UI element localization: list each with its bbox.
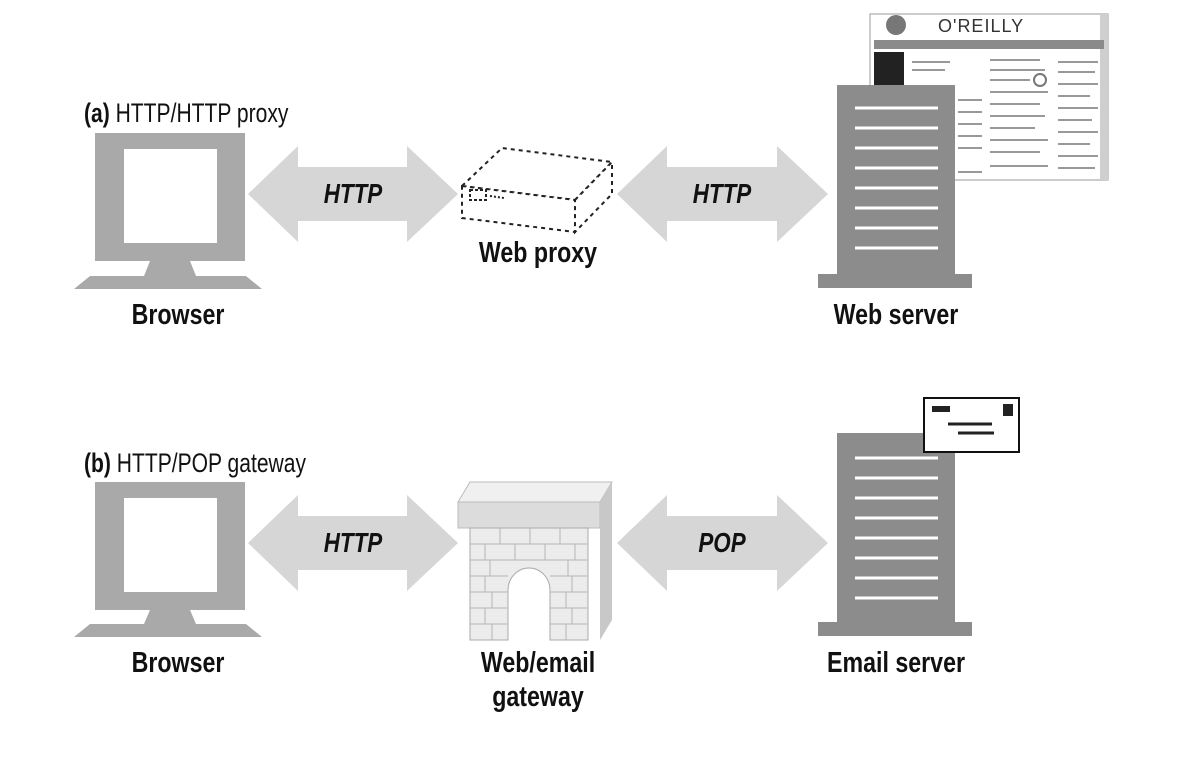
diagram-b-browser-label: Browser [131, 647, 225, 679]
diagram-a-title-text: HTTP/HTTP proxy [115, 98, 289, 128]
pop-arrow-b2 [617, 495, 828, 591]
http-arrow-b1 [248, 495, 458, 591]
diagram-a-browser-label: Browser [131, 299, 225, 331]
diagram-b-link1-protocol: HTTP [323, 527, 383, 558]
diagram-b-title: (b) HTTP/POP gateway [84, 448, 306, 479]
envelope-icon [923, 397, 1020, 453]
browser-monitor-icon-a [74, 133, 262, 289]
diagram-b-gateway-label-line2: gateway [492, 681, 584, 713]
http-arrow-a1 [248, 146, 458, 242]
email-server-tower-icon [818, 433, 972, 636]
web-proxy-box-icon [459, 146, 615, 235]
diagram-b-server-label: Email server [826, 647, 965, 679]
diagram-b-tag: (b) [84, 448, 111, 478]
web-server-tower-icon [818, 85, 972, 288]
http-arrow-a2 [617, 146, 828, 242]
diagram-a-link2-protocol: HTTP [692, 178, 752, 209]
diagram-a-link1-protocol: HTTP [323, 178, 383, 209]
diagram-a-tag: (a) [84, 98, 110, 128]
diagram-b-gateway-label: Web/email gateway [466, 646, 610, 714]
webpage-logo-text: O'REILLY [938, 16, 1025, 36]
diagram-b-title-text: HTTP/POP gateway [116, 448, 306, 478]
diagram-b-link2-protocol: POP [698, 527, 746, 558]
diagram-a-proxy-label: Web proxy [478, 237, 598, 269]
diagram-a-server-label: Web server [833, 299, 959, 331]
browser-monitor-icon-b [74, 482, 262, 637]
diagram-a-title: (a) HTTP/HTTP proxy [84, 98, 288, 129]
diagram-b-gateway-label-line1: Web/email [480, 647, 596, 679]
brick-gateway-icon [457, 481, 613, 641]
